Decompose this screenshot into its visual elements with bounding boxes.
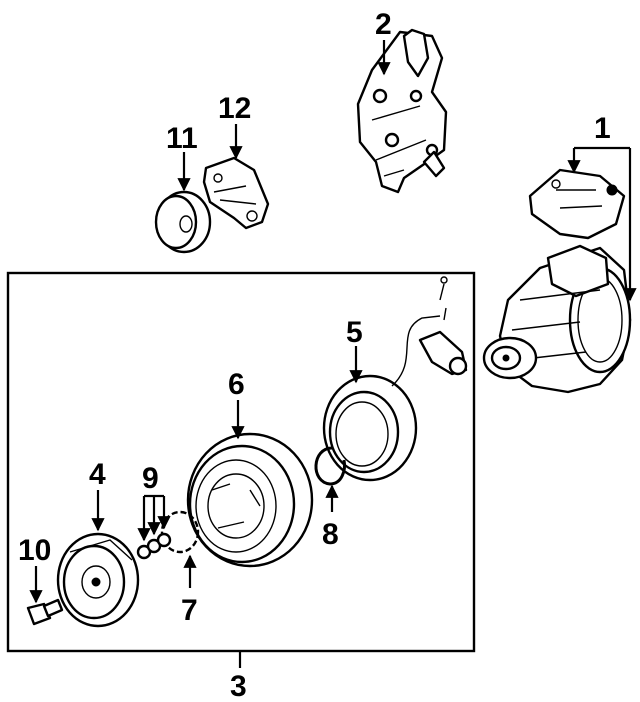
callout-3: 3 [230, 670, 247, 702]
snap-ring-part-8 [314, 446, 346, 486]
idler-pulley-part-11 [154, 190, 212, 254]
clutch-plate-part-4 [56, 532, 140, 628]
callout-4: 4 [89, 458, 106, 491]
pulley-part-6 [186, 432, 314, 568]
callout-1: 1 [594, 112, 611, 145]
callout-5: 5 [346, 316, 363, 349]
callout-8: 8 [322, 518, 339, 551]
pulley-bracket-part-12 [202, 156, 270, 230]
callout-12: 12 [218, 92, 251, 125]
callout-11: 11 [166, 122, 198, 155]
compressor-part-1 [482, 168, 632, 394]
spacers-part-9 [136, 532, 172, 560]
shim-part-7 [160, 510, 200, 554]
callout-9: 9 [142, 462, 159, 495]
bracket-part-2 [356, 28, 448, 194]
field-coil-part-5 [322, 276, 468, 482]
leader-lines [29, 40, 637, 668]
bolt-part-10 [26, 598, 64, 626]
callout-7: 7 [181, 594, 198, 627]
callout-10: 10 [18, 534, 51, 567]
callout-2: 2 [375, 8, 392, 41]
callout-6: 6 [228, 368, 245, 401]
